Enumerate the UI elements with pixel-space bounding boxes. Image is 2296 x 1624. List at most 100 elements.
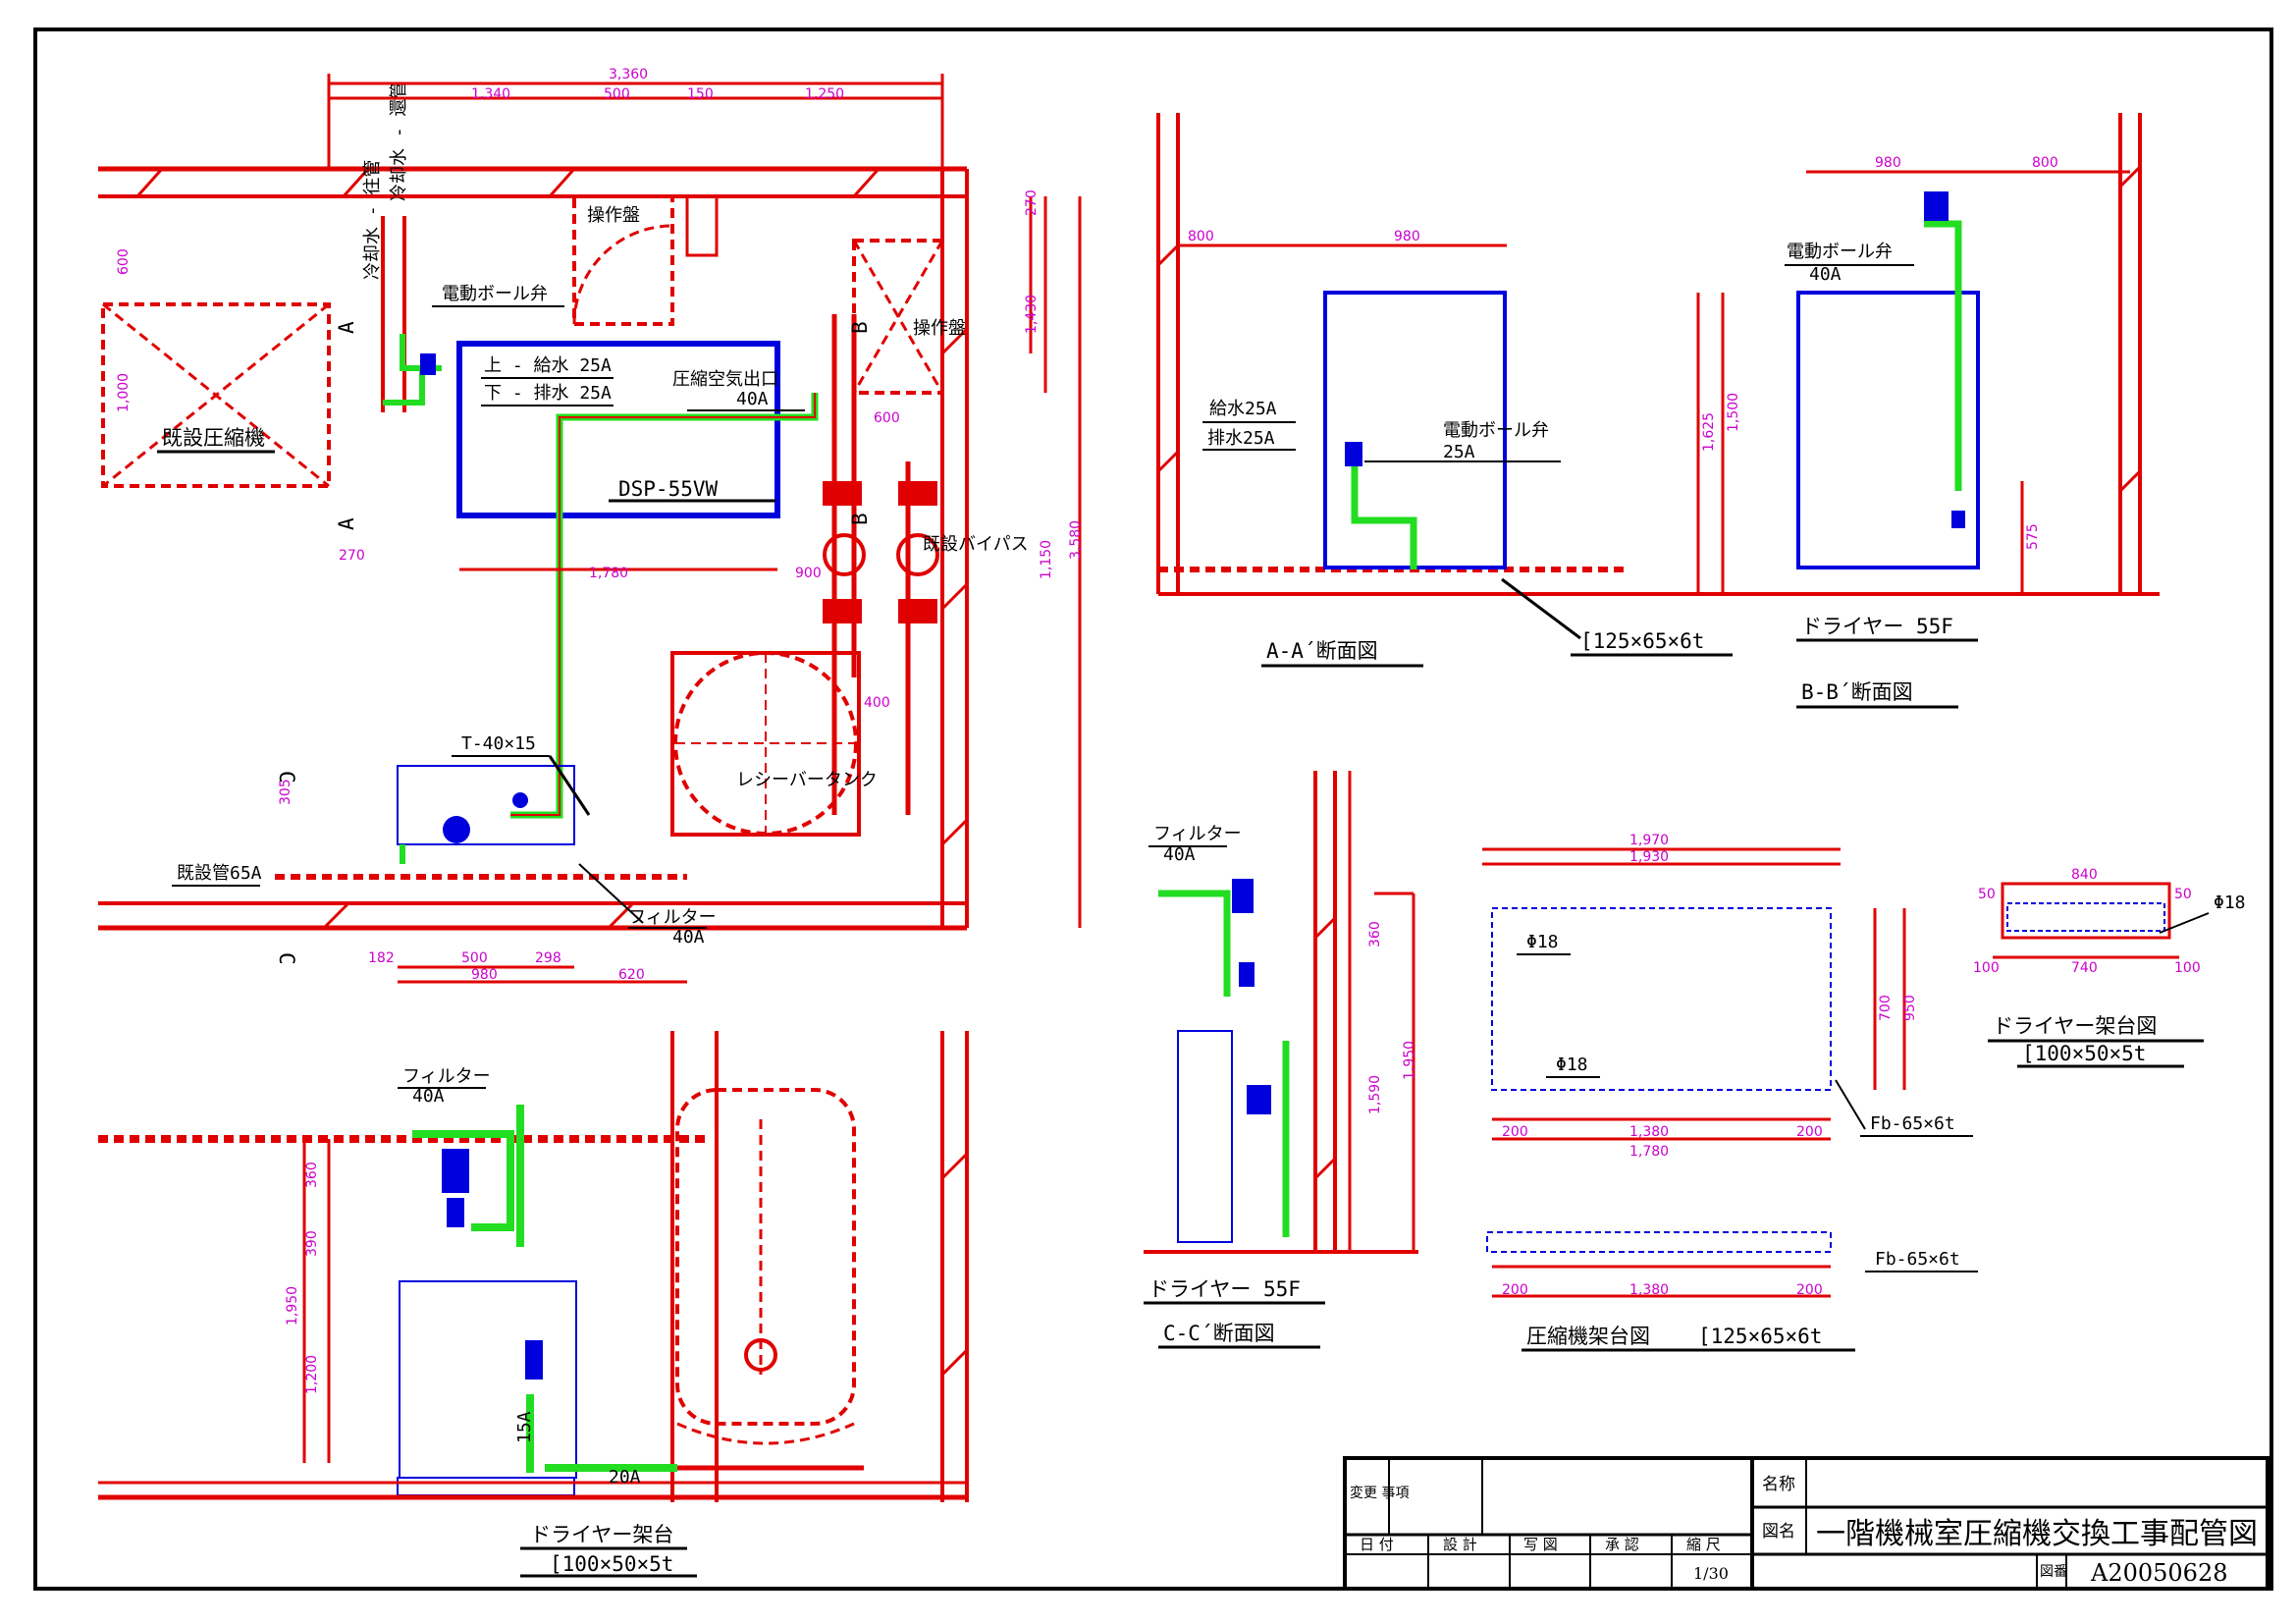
df-dim-50-l: 50 bbox=[1978, 887, 1996, 902]
tb-scale: 縮 尺 bbox=[1686, 1536, 1721, 1553]
dim-3580: 3,580 bbox=[1068, 520, 1084, 560]
tb-change-note: 変更 事項 bbox=[1350, 1485, 1409, 1501]
section-cc: フィルター 40A 360 1,590 1,950 ドライヤー 55F C-C´… bbox=[1144, 771, 1418, 1349]
aa-dim-980: 980 bbox=[1394, 229, 1420, 244]
section-cc-title: C-C´断面図 bbox=[1163, 1322, 1275, 1345]
cc-dim-1590: 1,590 bbox=[1367, 1075, 1383, 1114]
aa-valve-label: 電動ボール弁 bbox=[1443, 420, 1549, 441]
cfe-dim-200-l: 200 bbox=[1502, 1282, 1528, 1298]
dim-1200: 1,200 bbox=[304, 1355, 320, 1394]
df-dim-100-r: 100 bbox=[2174, 960, 2201, 976]
dim-3360: 3,360 bbox=[609, 67, 648, 82]
tb-draw: 写 図 bbox=[1523, 1536, 1558, 1553]
pipe-15a-label: 15A bbox=[514, 1411, 535, 1443]
df-dim-740: 740 bbox=[2071, 960, 2098, 976]
cc-dryer-label: ドライヤー 55F bbox=[1148, 1277, 1301, 1301]
cc-dim-1950: 1,950 bbox=[1402, 1041, 1417, 1080]
aa-dim-800: 800 bbox=[1188, 229, 1214, 244]
cfe-dim-200-r: 200 bbox=[1796, 1282, 1823, 1298]
cf-dim-1930: 1,930 bbox=[1629, 849, 1669, 865]
section-bb: 電動ボール弁 40A 980 800 1,625 1,500 575 ドライヤー… bbox=[1615, 113, 2160, 709]
cf-dim-200-l: 200 bbox=[1502, 1124, 1528, 1140]
dryer-frame-plan-title: ドライヤー架台図 bbox=[1993, 1014, 2157, 1038]
supply-25a-label: 上 - 給水 25A bbox=[484, 355, 612, 376]
compressor-unit bbox=[456, 341, 780, 518]
dim-270-130: 270 bbox=[339, 548, 365, 564]
bb-dim-980: 980 bbox=[1875, 155, 1901, 171]
motor-ball-valve-label: 電動ボール弁 bbox=[442, 284, 548, 304]
filter-label-elev: フィルター bbox=[402, 1066, 491, 1087]
section-marker-a-bottom: A bbox=[335, 517, 358, 530]
section-marker-b-bottom: B bbox=[848, 513, 872, 525]
dryer-frame-plan-channel: [100×50×5t bbox=[2022, 1042, 2146, 1065]
cooling-water-supply-label: 冷却水 - 往管 bbox=[362, 159, 383, 280]
section-marker-b-top: B bbox=[848, 321, 872, 334]
outlet-40a-label: 40A bbox=[736, 389, 769, 409]
section-aa: 給水25A 排水25A 電動ボール弁 25A 800 980 A-A´断面図 [… bbox=[1156, 113, 1733, 668]
aa-drain-label: 排水25A bbox=[1207, 428, 1275, 449]
dim-150: 150 bbox=[687, 86, 714, 102]
tb-drawing-no: A20050628 bbox=[2090, 1559, 2228, 1587]
bb-dim-800: 800 bbox=[2032, 155, 2058, 171]
tb-approve: 承 認 bbox=[1605, 1536, 1639, 1553]
drawing-border bbox=[33, 27, 2273, 1591]
dim-305: 305 bbox=[278, 779, 294, 805]
cf-phi18-bottom: Φ18 bbox=[1556, 1055, 1588, 1075]
bb-dryer-label: ドライヤー 55F bbox=[1801, 615, 1953, 638]
cf-dim-1780: 1,780 bbox=[1629, 1144, 1669, 1160]
dim-980-plan: 980 bbox=[471, 967, 498, 983]
df-phi18: Φ18 bbox=[2214, 893, 2246, 913]
unit-model-label: DSP-55VW bbox=[618, 477, 719, 501]
section-marker-c-bottom: C bbox=[275, 952, 298, 965]
title-block: 変更 事項 日 付 設 計 写 図 承 認 縮 尺 1/30 名称 図名 一階機… bbox=[1343, 1456, 2269, 1591]
dim-1430: 1,430 bbox=[1024, 295, 1040, 334]
dim-620: 620 bbox=[618, 967, 645, 983]
dim-1150: 1,150 bbox=[1039, 540, 1054, 579]
dryer-frame-channel: [100×50×5t bbox=[550, 1552, 673, 1576]
bb-dim-1500: 1,500 bbox=[1726, 393, 1741, 432]
filter-40a-label-elev: 40A bbox=[412, 1086, 445, 1107]
dim-500-b: 500 bbox=[461, 950, 488, 966]
plan-view: 既設圧縮機 操作盤 操作盤 上 - 給水 25A 下 - 排水 25A DSP-… bbox=[98, 67, 1084, 984]
filter-40a-label-plan: 40A bbox=[672, 927, 705, 947]
existing-main-label: 既設管65A bbox=[177, 863, 262, 884]
dim-360: 360 bbox=[304, 1162, 320, 1188]
existing-compressor-label: 既設圧縮機 bbox=[162, 426, 265, 450]
cf-dim-1970: 1,970 bbox=[1629, 833, 1669, 848]
tb-drawing-title: 一階機械室圧縮機交換工事配管図 bbox=[1816, 1517, 2258, 1551]
tb-scale-value: 1/30 bbox=[1693, 1564, 1729, 1583]
cf-dim-950: 950 bbox=[1902, 995, 1918, 1021]
dim-1340: 1,340 bbox=[471, 86, 510, 102]
dryer-frame-plan: 840 740 100 100 50 50 Φ18 ドライヤー架台図 [100×… bbox=[1973, 867, 2246, 1068]
dim-298: 298 bbox=[535, 950, 561, 966]
section-bb-title: B-B´断面図 bbox=[1801, 680, 1913, 704]
tb-drawing-name-label: 図名 bbox=[1762, 1522, 1795, 1542]
aa-supply-label: 給水25A bbox=[1209, 399, 1277, 419]
tee-label: T-40×15 bbox=[461, 733, 536, 754]
cc-filter-40a: 40A bbox=[1163, 844, 1196, 865]
receiver-tank-label: レシーバータンク bbox=[736, 770, 878, 790]
cf-fb-label: Fb-65×6t bbox=[1870, 1113, 1955, 1134]
tb-design: 設 計 bbox=[1443, 1536, 1477, 1553]
cfe-fb-label: Fb-65×6t bbox=[1875, 1249, 1960, 1270]
existing-bypass-label: 既設バイパス bbox=[923, 534, 1029, 555]
dim-600: 600 bbox=[874, 410, 900, 426]
dim-1000: 1,000 bbox=[116, 373, 132, 412]
df-dim-100-l: 100 bbox=[1973, 960, 2000, 976]
dim-1250: 1,250 bbox=[805, 86, 844, 102]
dim-600-left: 600 bbox=[116, 248, 132, 275]
drain-25a-label: 下 - 排水 25A bbox=[484, 383, 612, 404]
section-aa-title: A-A´断面図 bbox=[1266, 639, 1378, 663]
dryer-frame-label: ドライヤー架台 bbox=[530, 1523, 673, 1546]
cf-dim-700: 700 bbox=[1878, 995, 1894, 1021]
tb-name-label: 名称 bbox=[1762, 1475, 1795, 1494]
dim-1780: 1,780 bbox=[589, 566, 628, 581]
df-dim-50-r: 50 bbox=[2174, 887, 2192, 902]
elevation-view: フィルター 40A 15A 20A ドライヤー架台 [100×50×5t 360… bbox=[98, 1031, 969, 1578]
bb-valve-label: 電動ボール弁 bbox=[1787, 242, 1893, 262]
compressor-frame-plan: 1,970 1,930 1,380 1,780 200 200 700 950 … bbox=[1482, 833, 1978, 1352]
compressor-frame-channel: [125×65×6t bbox=[1698, 1325, 1822, 1348]
control-panel-label-right: 操作盤 bbox=[913, 318, 966, 339]
aa-channel-label: [125×65×6t bbox=[1580, 629, 1704, 653]
cc-filter-label: フィルター bbox=[1153, 824, 1242, 844]
